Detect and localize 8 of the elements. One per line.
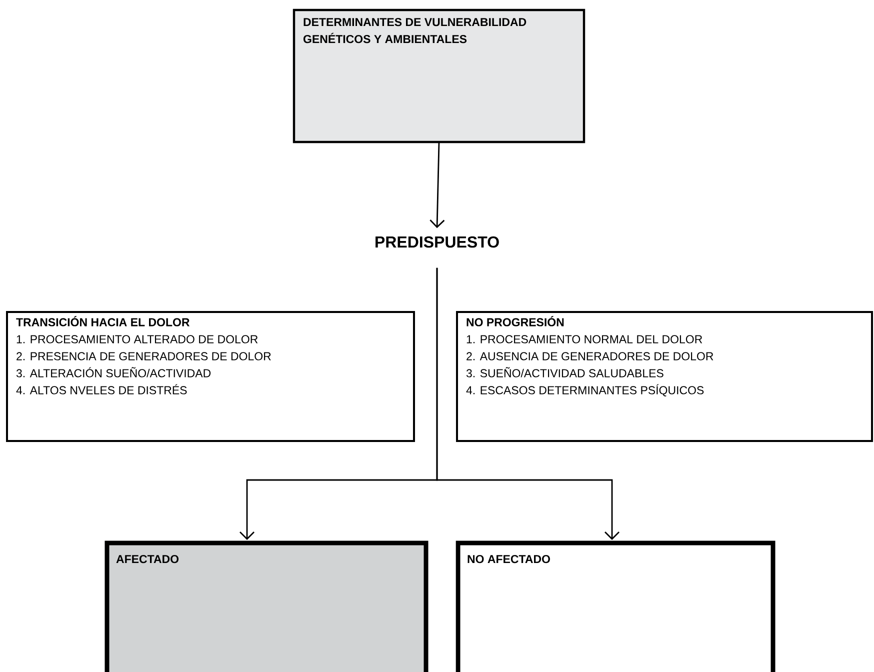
arrow <box>436 268 620 540</box>
process-box: DETERMINANTES DE VULNERABILIDAD GENÉTICOS Y AMBIENTALES <box>292 8 586 144</box>
process-box: TRANSICIÓN HACIA EL DOLOR 1. PROCESAMIENTO ALTERADO DE DOLOR 2. PRESENCIA DE GENERADORES DE DOLOR 3. ALTERACIÓN SUEÑO/ACTIVIDAD 4. ALTOS NVELES DE DISTRÉS <box>6 311 415 442</box>
process-box: NO AFECTADO <box>456 540 776 672</box>
process-box: AFECTADO <box>104 540 428 672</box>
state-label: PREDISPUESTO <box>376 236 499 248</box>
arrow <box>430 142 445 228</box>
process-box: NO PROGRESIÓN 1. PROCESAMIENTO NORMAL DEL DOLOR 2. AUSENCIA DE GENERADORES DE DOLOR 3. SUEÑO/ACTIVIDAD SALUDABLES 4. ESCASOS DETERMINANTES PSÍQUICOS <box>456 311 874 442</box>
